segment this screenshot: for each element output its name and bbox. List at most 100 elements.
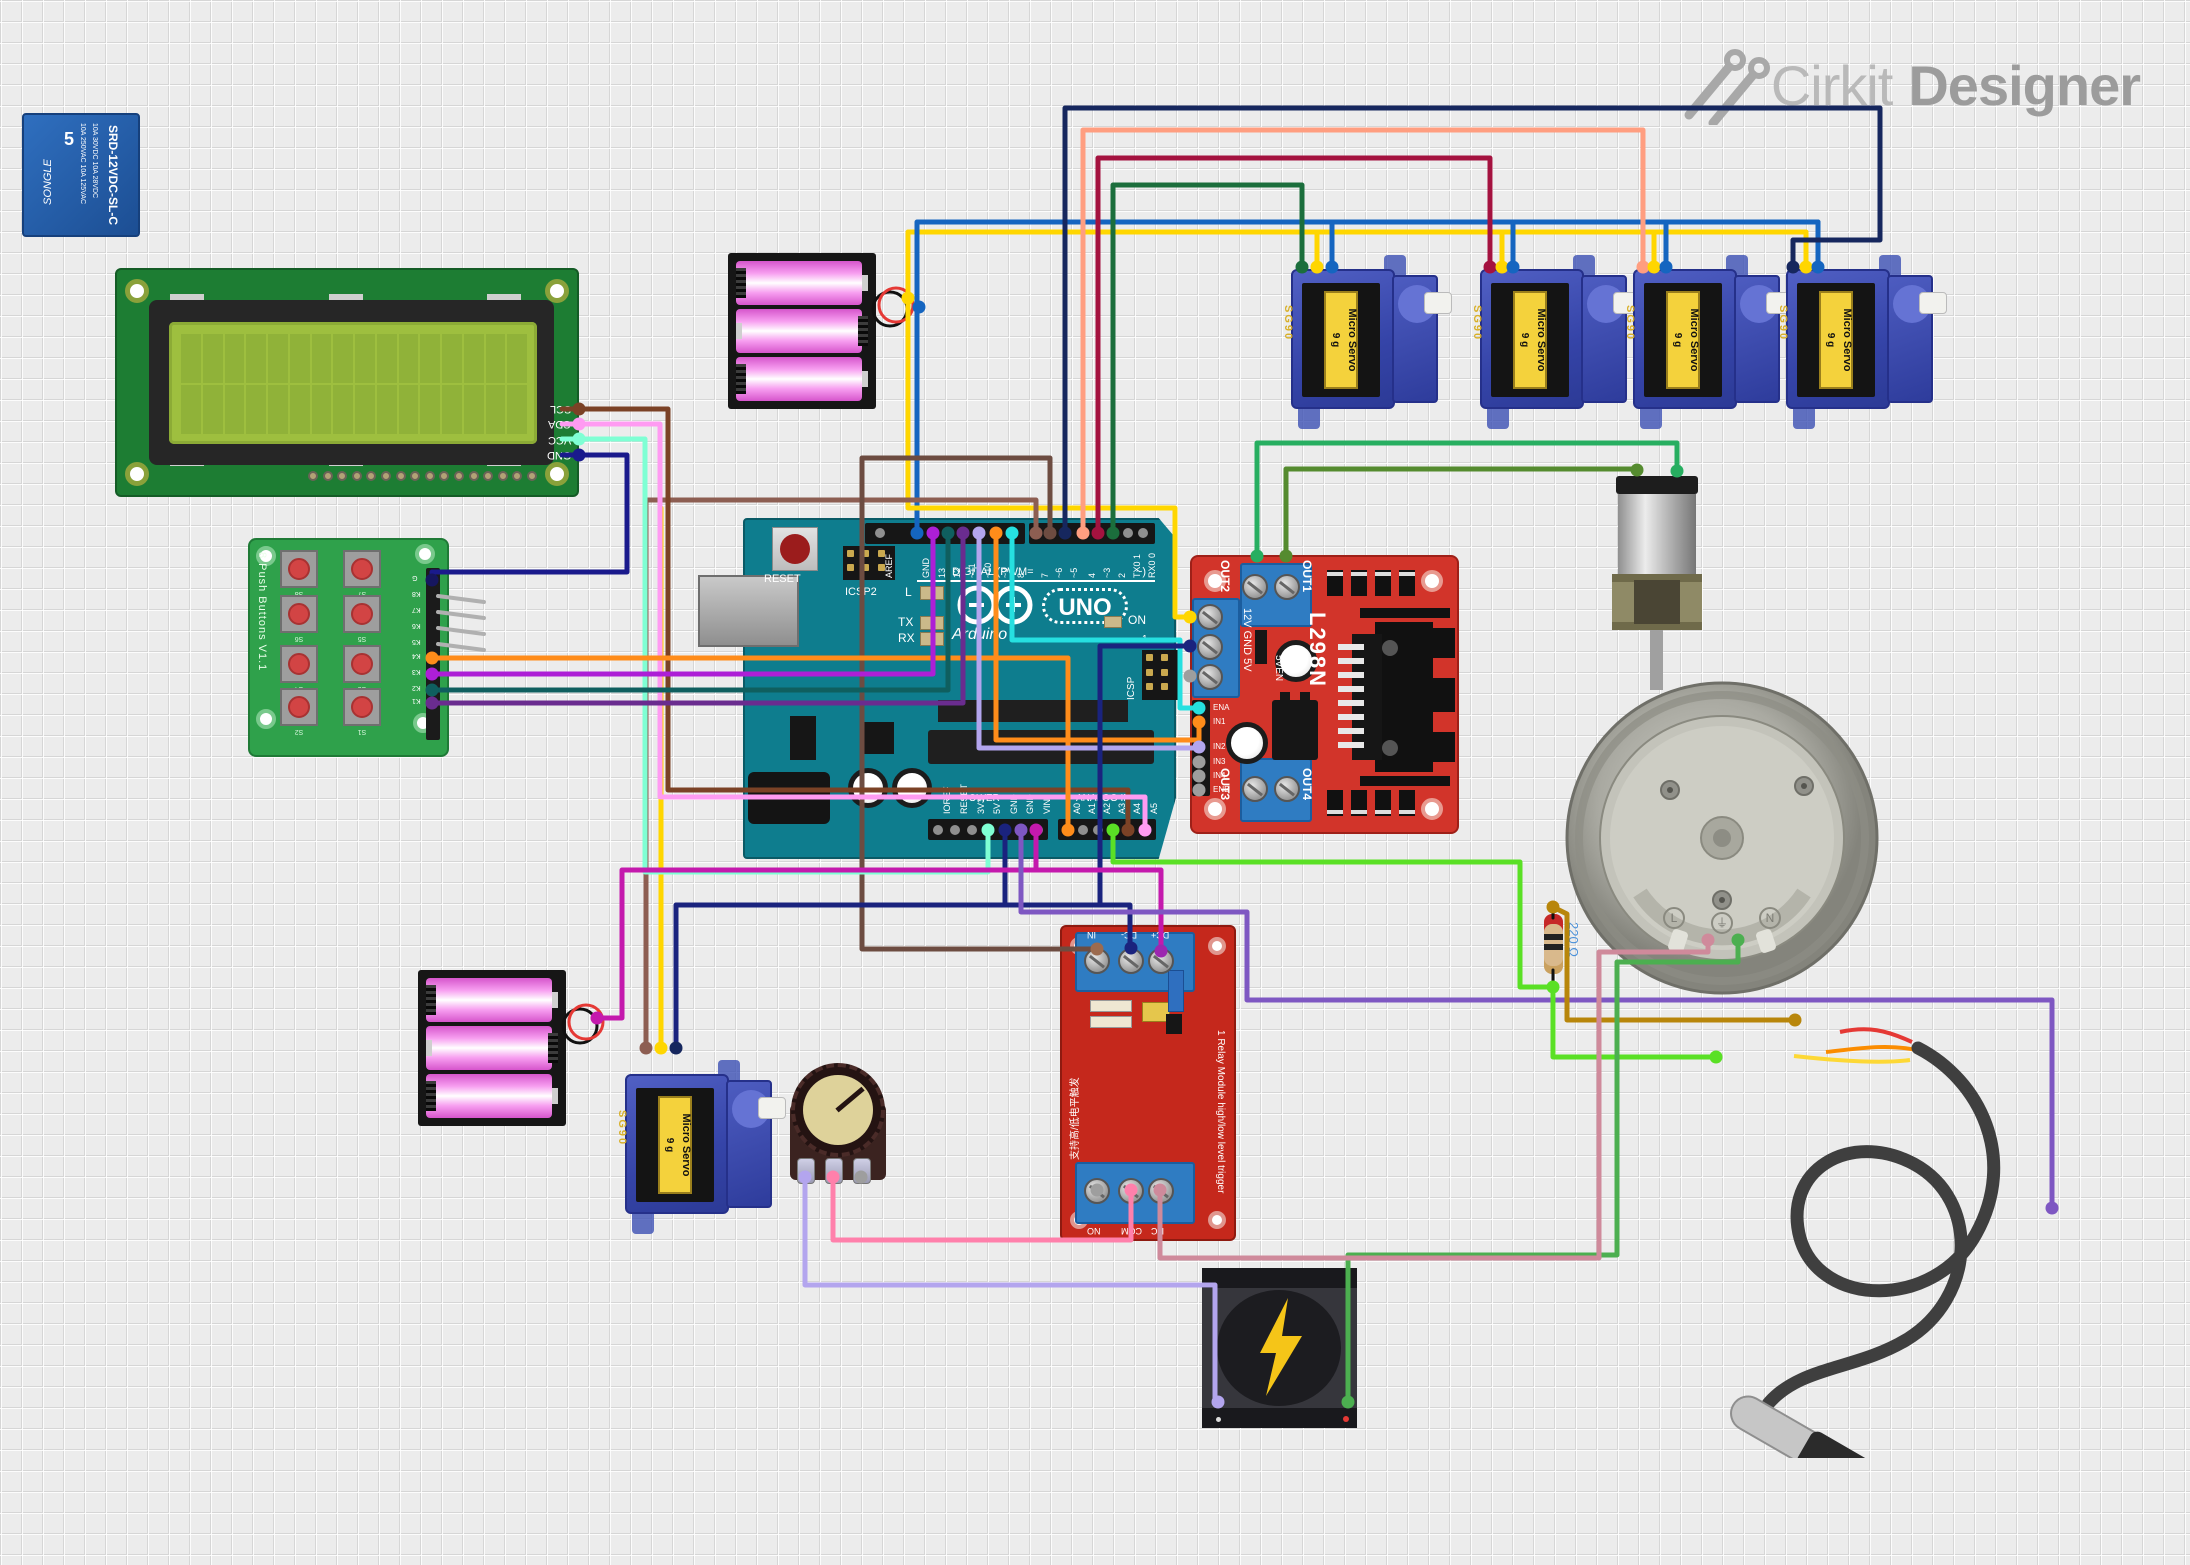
wire[interactable]	[1283, 466, 1640, 559]
button-pin-label-k2: K2	[412, 684, 421, 691]
l298n-pin-label-in1: IN1	[1213, 717, 1226, 726]
lcd-cell	[355, 385, 375, 434]
relay-pin-label-no: NO	[1087, 1226, 1101, 1236]
digital-pin-label-RX00: RX0 0	[1147, 552, 1157, 578]
button-cap[interactable]	[351, 603, 373, 625]
relay-cube: SONGLE 5 SRD-12VDC-SL-C 10A 250VAC 10A 1…	[22, 113, 140, 237]
led-l	[920, 586, 944, 600]
button-cap[interactable]	[351, 558, 373, 580]
l298n-name: L298N	[1305, 612, 1330, 689]
relay-pin-label-com: COM	[1121, 1226, 1142, 1236]
resistor-220ohm[interactable]	[1544, 914, 1563, 974]
push-button-s2[interactable]: S2	[280, 688, 318, 735]
button-pin-label-k8: K8	[412, 590, 421, 597]
button-cap[interactable]	[288, 696, 310, 718]
lcd-pin[interactable]	[395, 471, 406, 481]
button-cap[interactable]	[351, 696, 373, 718]
relay-transistor	[1166, 1014, 1182, 1034]
push-button-s8[interactable]: S8	[280, 550, 318, 597]
relay-pin-label-in: IN	[1087, 930, 1096, 940]
gear-motor[interactable]	[1612, 476, 1702, 691]
capacitor	[848, 768, 888, 808]
lcd-pin[interactable]	[337, 471, 348, 481]
lcd-pin[interactable]	[410, 471, 421, 481]
lcd-pin[interactable]	[497, 471, 508, 481]
atmega-ic	[928, 730, 1154, 764]
push-button-s4[interactable]: S4	[280, 645, 318, 692]
lcd-cell	[311, 385, 332, 434]
push-button-s7[interactable]: S7	[343, 550, 381, 597]
button-label: S6	[294, 635, 304, 642]
wire-terminal[interactable]	[1630, 463, 1644, 477]
cirkit-logo-icon	[1684, 49, 1770, 125]
lcd-pin[interactable]	[322, 471, 333, 481]
mount-hole	[125, 462, 149, 486]
capacitor	[1275, 640, 1317, 682]
button-pin-label-k4: K4	[412, 652, 421, 659]
lcd-pin[interactable]	[351, 471, 362, 481]
mount-hole	[256, 709, 276, 729]
lcd-cell	[463, 334, 484, 383]
lcd-pin[interactable]	[468, 471, 479, 481]
power-pin-label-A5: A5	[1149, 802, 1159, 814]
push-button-s6[interactable]: S6	[280, 595, 318, 642]
crystal	[860, 722, 894, 754]
lcd-cell	[224, 385, 245, 434]
push-button-s5[interactable]: S5	[343, 595, 381, 642]
lcd-cell	[246, 385, 266, 434]
button-cap[interactable]	[288, 558, 310, 580]
lcd-cell	[376, 334, 397, 383]
button-cap[interactable]	[288, 653, 310, 675]
mount-hole	[415, 544, 435, 564]
lcd-pin[interactable]	[527, 471, 537, 481]
mount-hole	[545, 462, 569, 486]
reset-button[interactable]	[772, 527, 818, 571]
lcd-cell	[311, 334, 332, 383]
svg-text:N: N	[1766, 911, 1775, 925]
lcd-pin[interactable]	[381, 471, 391, 481]
relay-pin-label-nc: NC	[1151, 1226, 1164, 1236]
lcd-pin[interactable]	[454, 471, 464, 481]
relay-jumper	[1168, 970, 1184, 1012]
lcd-cell	[463, 385, 484, 434]
relay-model: SRD-12VDC-SL-C	[106, 125, 120, 226]
temperature-probe[interactable]	[1680, 1018, 2110, 1458]
resistor-value-label: 220 Ω	[1566, 922, 1581, 958]
jumper-5ven	[1255, 630, 1267, 664]
wire[interactable]	[1110, 182, 1305, 534]
lcd-pin[interactable]	[424, 471, 435, 481]
battery-pack-top[interactable]	[728, 253, 915, 409]
button-cap[interactable]	[288, 603, 310, 625]
button-cap[interactable]	[351, 653, 373, 675]
lcd-pin-label-gnd: GND	[546, 448, 571, 461]
module-label: 8 Push Buttons V1.1	[256, 552, 268, 672]
push-button-s3[interactable]: S3	[343, 645, 381, 692]
power-pin-label-A4: A4	[1132, 802, 1142, 814]
battery-pack-bottom[interactable]	[418, 970, 605, 1126]
lcd-cell	[376, 385, 397, 434]
wire[interactable]	[673, 902, 1008, 1051]
lcd-pin[interactable]	[366, 471, 377, 481]
heater-disc[interactable]: L⏚N	[1552, 668, 1892, 1008]
ic-socket	[938, 700, 1128, 722]
pin1-label: 1	[1142, 634, 1148, 645]
push-button-s1[interactable]: S1	[343, 688, 381, 735]
arduino-brand: Arduino	[952, 626, 1008, 643]
relay-rating2: 10A 30VDC 10A 28VDC	[91, 123, 98, 199]
power-pin-label-IOREF: IOREF	[942, 786, 952, 814]
potentiometer[interactable]	[790, 1063, 886, 1184]
lcd-cell	[224, 334, 245, 383]
power-supply-module[interactable]	[1202, 1268, 1357, 1428]
lcd-cell	[507, 385, 527, 434]
button-pin-label-k6: K6	[412, 622, 421, 629]
digital-pin-label-11: ~11	[967, 563, 977, 578]
lcd-pin[interactable]	[308, 471, 318, 481]
